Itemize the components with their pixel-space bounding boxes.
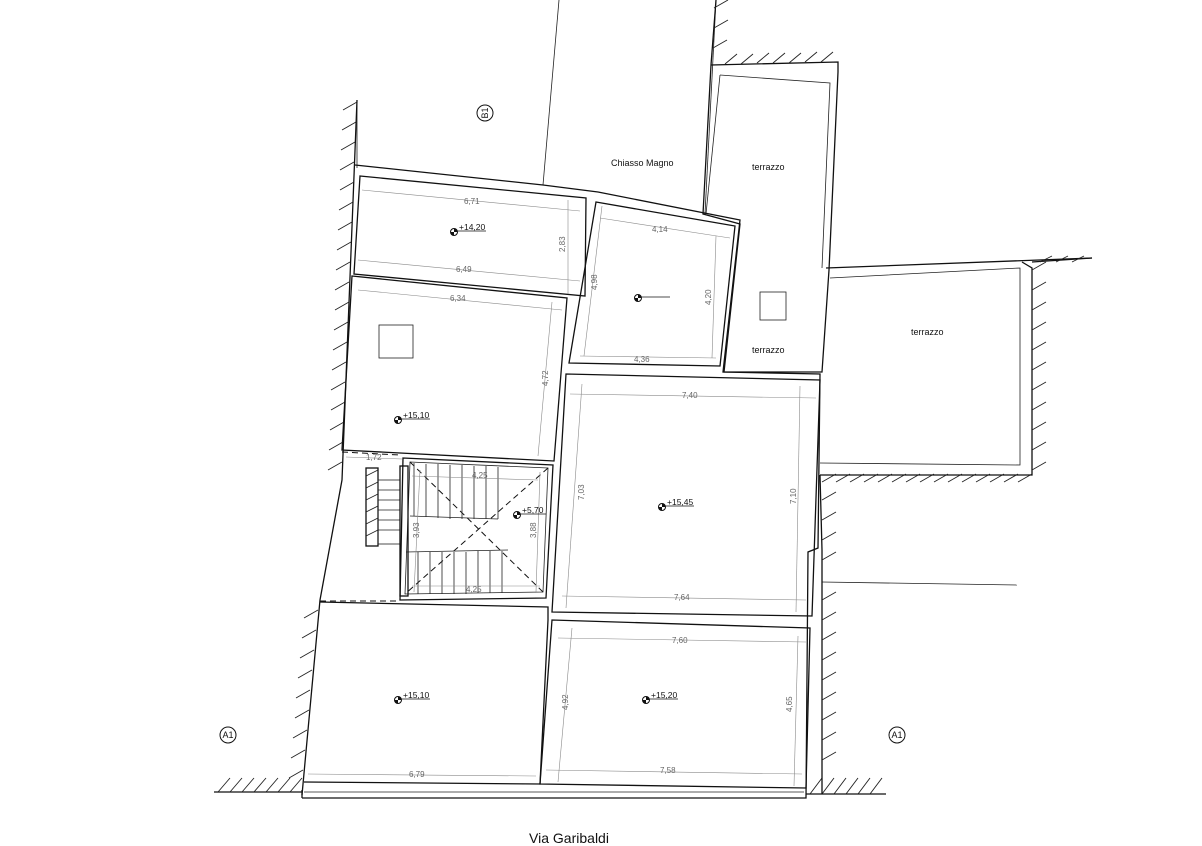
section-label: A1 — [891, 730, 902, 740]
dim-label: 4,25 — [472, 471, 488, 480]
dim-label: 4,36 — [634, 355, 650, 364]
building — [301, 164, 821, 799]
section-label: A1 — [222, 730, 233, 740]
room-top-left — [353, 175, 587, 297]
dimension-labels: 6,71 6,49 2,83 4,14 4,98 4,20 4,36 6,34 … — [366, 197, 798, 779]
street-name: Via Garibaldi — [529, 830, 609, 846]
level-marker-stair: +5,70 — [513, 505, 546, 519]
dim-label: 4,72 — [541, 370, 550, 386]
hatched-walls — [214, 0, 1093, 796]
level-label: +15,45 — [667, 497, 694, 507]
dim-label: 7,58 — [660, 766, 676, 775]
dim-label: 6,49 — [456, 265, 472, 274]
room-center — [551, 373, 821, 617]
dim-label: 7,40 — [682, 391, 698, 400]
label-terrazzo-mid: terrazzo — [752, 345, 785, 355]
dim-label: 7,03 — [577, 484, 586, 500]
dim-label: 4,65 — [785, 696, 794, 712]
dim-label: 3,93 — [412, 522, 421, 538]
dim-label: 7,10 — [789, 488, 798, 504]
context-lines — [356, 0, 1093, 586]
level-label: +14,20 — [459, 222, 486, 232]
level-label: +15,10 — [403, 690, 430, 700]
level-marker-room-center: +15,45 — [658, 497, 694, 511]
skylight — [378, 324, 414, 359]
level-marker-room-top-left: +14,20 — [450, 222, 486, 236]
room-left-middle — [341, 275, 568, 462]
section-marker-a1-left: A1 — [219, 726, 237, 744]
dim-label: 2,83 — [558, 236, 567, 252]
dim-label: 4,92 — [561, 694, 570, 710]
dim-label: 6,71 — [464, 197, 480, 206]
stair-steps — [405, 463, 509, 594]
section-markers: B1 A1 A1 — [219, 104, 906, 744]
level-label: +5,70 — [522, 505, 544, 515]
room-bottom-left — [303, 601, 549, 785]
label-chiasso-magno: Chiasso Magno — [611, 158, 674, 168]
dimension-lines — [307, 189, 817, 787]
dim-label: 4,98 — [590, 274, 599, 290]
label-terrazzo-top: terrazzo — [752, 162, 785, 172]
dim-label: 1,72 — [366, 453, 382, 462]
level-marker-room-left-middle: +15,10 — [394, 410, 430, 424]
dim-label: 7,64 — [674, 593, 690, 602]
level-label: +15,10 — [403, 410, 430, 420]
level-marker-room-top-middle — [634, 294, 670, 302]
section-marker-a1-right: A1 — [888, 726, 906, 744]
section-marker-b1: B1 — [476, 104, 494, 122]
dim-label: 7,60 — [672, 636, 688, 645]
dim-label: 4,20 — [704, 289, 713, 305]
label-terrazzo-right: terrazzo — [911, 327, 944, 337]
level-marker-room-bottom-left: +15,10 — [394, 690, 430, 704]
section-label: B1 — [480, 107, 490, 118]
stairwell — [399, 457, 554, 601]
room-top-middle — [568, 201, 736, 367]
dim-label: 4,14 — [652, 225, 668, 234]
dim-label: 6,34 — [450, 294, 466, 303]
area-labels: Chiasso Magno terrazzo terrazzo terrazzo — [611, 158, 944, 355]
room-bottom-right — [539, 619, 811, 789]
skylight-terrazzo — [759, 291, 787, 321]
dim-label: 4,25 — [466, 585, 482, 594]
dim-label: 3,88 — [529, 522, 538, 538]
level-label: +15,20 — [651, 690, 678, 700]
level-marker-room-bottom-right: +15,20 — [642, 690, 678, 704]
dim-label: 6,79 — [409, 770, 425, 779]
level-markers: +14,20 +15,10 +5,70 +15,45 — [394, 222, 694, 704]
